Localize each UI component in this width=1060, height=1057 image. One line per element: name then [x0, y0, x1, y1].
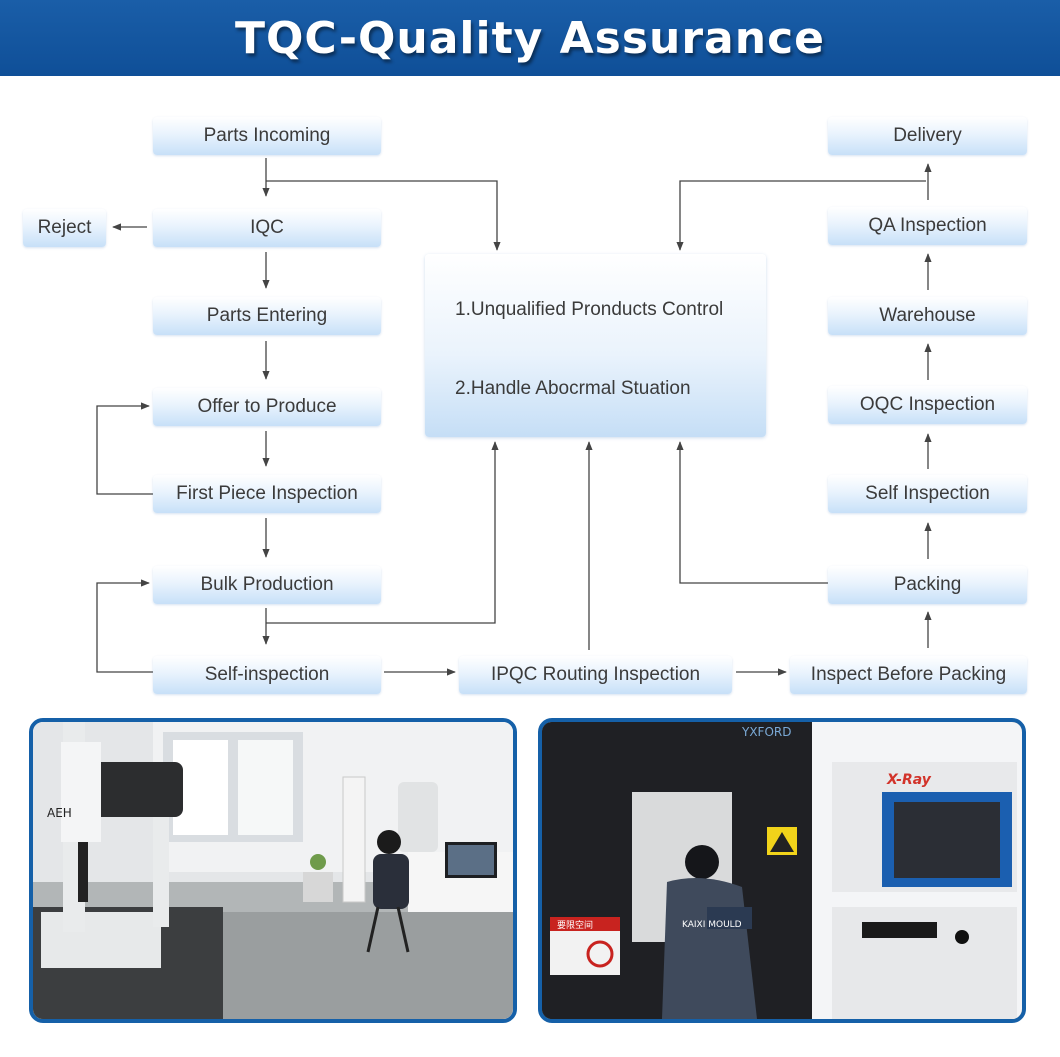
xray-console-label: X-Ray: [886, 772, 932, 788]
shirt-logo-text: KAIXI MOULD: [682, 920, 742, 930]
center-line-1: 1.Unqualified Pronducts Control: [455, 299, 724, 320]
node-self-inspection-left: Self-inspection: [153, 656, 381, 694]
node-parts-entering: Parts Entering: [153, 297, 381, 335]
xray-warning-sign-text: 要限空间: [557, 919, 593, 931]
node-delivery: Delivery: [828, 117, 1027, 155]
arrow-packing-to-center: [676, 441, 828, 584]
xray-machine-brand: YXFORD: [741, 725, 791, 739]
photo-measurement-lab-illustration: AEH: [33, 722, 513, 1019]
node-quality-control-center: 1.Unqualified Pronducts Control 2.Handle…: [425, 254, 766, 437]
node-inspect-before-packing: Inspect Before Packing: [790, 656, 1027, 694]
cmm-brand-label: AEH: [47, 806, 72, 820]
node-warehouse: Warehouse: [828, 297, 1027, 335]
page-title: TQC-Quality Assurance: [235, 12, 825, 64]
node-bulk-production: Bulk Production: [153, 566, 381, 604]
arrow-self-inspection-loop: [96, 579, 153, 673]
center-line-2: 2.Handle Abocrmal Stuation: [455, 378, 691, 399]
arrow-bulk-to-center: [266, 441, 499, 624]
node-reject: Reject: [23, 209, 106, 247]
photo-measurement-lab: AEH: [29, 718, 517, 1023]
node-self-inspection-right: Self Inspection: [828, 475, 1027, 513]
node-qa-inspection: QA Inspection: [828, 207, 1027, 245]
arrow-first-piece-loop: [96, 402, 153, 495]
flow-connectors: [96, 158, 932, 676]
node-ipqc-routing-inspection: IPQC Routing Inspection: [459, 656, 732, 694]
node-first-piece-inspection: First Piece Inspection: [153, 475, 381, 513]
node-offer-to-produce: Offer to Produce: [153, 388, 381, 426]
arrow-qa-to-center: [676, 180, 926, 251]
node-oqc-inspection: OQC Inspection: [828, 386, 1027, 424]
process-flowchart: Parts Incoming IQC Reject Parts Entering…: [23, 117, 1027, 694]
node-iqc: IQC: [153, 209, 381, 247]
header-banner: TQC-Quality Assurance: [0, 0, 1060, 76]
node-parts-incoming: Parts Incoming: [153, 117, 381, 155]
photo-xray-illustration: YXFORD 要限空间 X-Ray KAIXI MOULD: [542, 722, 1022, 1019]
photo-xray-inspection: YXFORD 要限空间 X-Ray KAIXI MOULD: [538, 718, 1026, 1023]
arrow-incoming-to-center: [266, 180, 501, 251]
node-packing: Packing: [828, 566, 1027, 604]
